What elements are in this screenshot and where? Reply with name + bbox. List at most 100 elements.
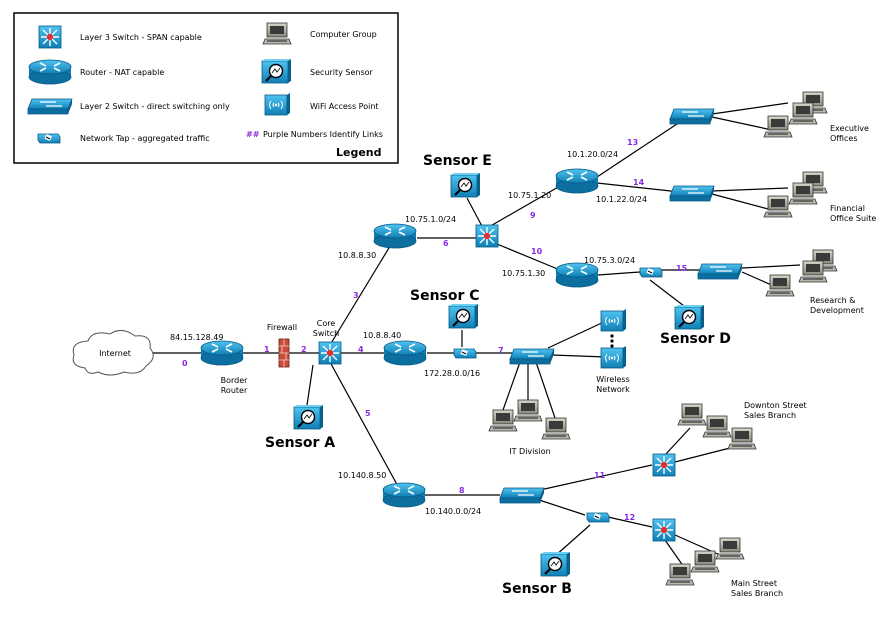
legend-l2-switch-icon [27, 98, 73, 115]
router-rd-net: 10.75.3.0/24 [584, 256, 635, 265]
router-top-ip: 10.8.8.30 [338, 251, 376, 260]
computer-group-financial-icon [789, 172, 827, 204]
computer-downtown-1-icon [677, 403, 707, 426]
financial-label-1: Financial [830, 204, 865, 213]
core-switch-label-2: Switch [313, 329, 339, 338]
link-number-14: 14 [633, 178, 645, 187]
downtown-label-2: Sales Branch [744, 411, 796, 420]
legend-router-label: Router - NAT capable [80, 68, 164, 77]
sensor-a-icon [292, 403, 325, 431]
l3-switch-top-icon [475, 224, 499, 248]
legend-l3-switch-icon [38, 25, 62, 49]
main-street-label-2: Sales Branch [731, 589, 783, 598]
legend-l2-switch-label: Layer 2 Switch - direct switching only [80, 102, 230, 111]
router-exec-ip: 10.75.1.20 [508, 191, 551, 200]
l3-switch-main-icon [652, 518, 676, 542]
link-number-8: 8 [459, 486, 465, 495]
link-number-2: 2 [301, 345, 307, 354]
sensor-b-label: Sensor B [502, 581, 572, 597]
computer-it-3-icon [541, 417, 571, 440]
tap-rd-icon [639, 267, 663, 278]
legend-sensor-icon [260, 57, 293, 85]
computer-financial-icon [763, 195, 793, 218]
l2-switch-it-icon [509, 348, 555, 365]
l2-switch-rd-icon [697, 263, 743, 280]
router-exec-net1: 10.1.20.0/24 [567, 150, 618, 159]
sensor-b-icon [539, 550, 572, 578]
financial-label-2: Office Suite [830, 214, 876, 223]
legend-wifi-icon [264, 92, 291, 116]
router-bottom-ip: 10.140.8.50 [338, 471, 386, 480]
link-number-5: 5 [365, 409, 371, 418]
sensor-c-icon [447, 302, 480, 330]
legend-wifi-label: WiFi Access Point [310, 102, 379, 111]
sensor-d-icon [673, 303, 706, 331]
legend-tap-icon [37, 133, 61, 144]
link-number-7: 7 [498, 346, 504, 355]
sensor-e-icon [449, 171, 482, 199]
downtown-label-1: Downton Street [744, 401, 807, 410]
sensor-a-label: Sensor A [265, 435, 335, 451]
computer-group-rd-icon [799, 250, 837, 282]
link-number-11: 11 [594, 471, 606, 480]
link-number-10: 10 [531, 247, 543, 256]
computer-it-1-icon [488, 409, 518, 432]
link-number-9: 9 [530, 211, 536, 220]
wireless-label-1: Wireless [596, 375, 629, 384]
router-exec-icon [555, 168, 599, 194]
firewall-icon [278, 338, 290, 368]
main-street-label-1: Main Street [731, 579, 777, 588]
computer-downtown-3-icon [727, 427, 757, 450]
l3-switch-downtown-icon [652, 453, 676, 477]
rd-label-1: Research & [810, 296, 855, 305]
core-switch-icon [318, 341, 342, 365]
router-mid-icon [383, 340, 427, 366]
legend-purple-mark: ## [246, 130, 260, 139]
router-bottom-icon [382, 482, 426, 508]
link-number-3: 3 [353, 291, 359, 300]
link-number-1: 1 [264, 345, 270, 354]
border-router-icon [200, 340, 244, 366]
wifi-ap-2-icon [600, 345, 627, 369]
router-rd-ip: 10.75.1.30 [502, 269, 545, 278]
sensor-c-label: Sensor C [410, 288, 480, 304]
computer-main-3-icon [665, 563, 695, 586]
legend: Layer 3 Switch - SPAN capable Router - N… [13, 12, 399, 164]
border-router-label-1: Border [221, 376, 249, 385]
legend-title: Legend [336, 146, 382, 159]
link-number-12: 12 [624, 513, 635, 522]
link-number-0: 0 [182, 359, 188, 368]
core-switch-label-1: Core [317, 319, 336, 328]
internet-label: Internet [99, 349, 131, 358]
link-number-4: 4 [358, 345, 364, 354]
legend-computer-label: Computer Group [310, 30, 377, 39]
firewall-label: Firewall [267, 323, 297, 332]
legend-computer-icon [262, 22, 292, 45]
router-mid-net: 172.28.0.0/16 [424, 369, 480, 378]
l2-switch-sales-icon [499, 487, 545, 504]
wifi-ap-1-icon [600, 308, 627, 332]
wireless-label-2: Network [596, 385, 630, 394]
link-number-15: 15 [676, 264, 688, 273]
computer-rd-icon [765, 274, 795, 297]
legend-l3-switch-label: Layer 3 Switch - SPAN capable [80, 33, 202, 42]
exec-label-1: Executive [830, 124, 869, 133]
rd-label-2: Development [810, 306, 864, 315]
legend-purple-label: Purple Numbers Identify Links [263, 130, 383, 139]
router-mid-ip: 10.8.8.40 [363, 331, 401, 340]
computer-it-2-icon [513, 399, 543, 422]
router-bottom-net: 10.140.0.0/24 [425, 507, 481, 516]
link-number-6: 6 [443, 239, 449, 248]
computer-main-2-icon [690, 550, 720, 573]
l2-switch-financial-icon [669, 185, 715, 202]
router-exec-net2: 10.1.22.0/24 [596, 195, 647, 204]
computer-exec-icon [763, 115, 793, 138]
wifi-more-dots [610, 334, 614, 348]
legend-tap-label: Network Tap - aggregated traffic [80, 134, 210, 143]
computer-group-exec-icon [789, 92, 827, 124]
tap-b-icon [586, 512, 610, 523]
internet-cloud: Internet [72, 330, 154, 376]
tap-c-icon [453, 348, 477, 359]
legend-router-icon [28, 59, 72, 85]
